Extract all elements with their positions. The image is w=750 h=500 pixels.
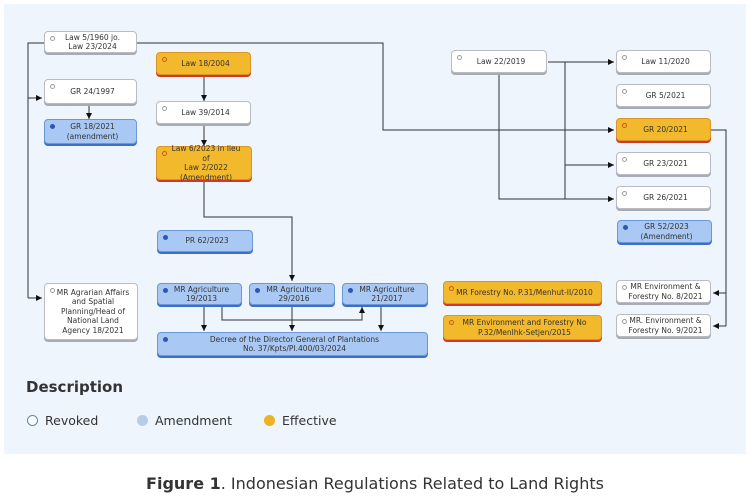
node-label: GR 26/2021 xyxy=(643,192,688,202)
revoked-status-icon xyxy=(622,191,627,196)
amendment-status-icon xyxy=(163,235,168,240)
node-law-18-2004[interactable]: Law 18/2004 xyxy=(156,52,251,75)
node-label: Law 5/1960 jo. Law 23/2024 xyxy=(65,32,120,52)
node-label: GR 52/2023 (Amendment) xyxy=(640,222,693,241)
node-mr-env-8-2021[interactable]: MR Environment & Forestry No. 8/2021 xyxy=(616,280,711,303)
edge-law6-mragri29 xyxy=(203,181,295,281)
node-label: Law 22/2019 xyxy=(476,56,526,66)
revoked-status-icon xyxy=(622,285,627,290)
node-label: GR 5/2021 xyxy=(645,90,686,100)
node-label: MR Agriculture 19/2013 xyxy=(173,284,230,304)
node-decree-dg-plantations[interactable]: Decree of the Director General of Planta… xyxy=(157,332,428,356)
node-label: MR. Environment & Forestry No. 9/2021 xyxy=(628,316,703,335)
figure-title: . Indonesian Regulations Related to Land… xyxy=(220,474,604,493)
node-mr-agri-19-2013[interactable]: MR Agriculture 19/2013 xyxy=(157,283,242,305)
legend-item-effective: Effective xyxy=(264,413,337,428)
node-law-5-1960[interactable]: Law 5/1960 jo. Law 23/2024 xyxy=(44,31,137,53)
effective-status-icon xyxy=(449,320,454,325)
effective-status-icon xyxy=(622,123,627,128)
effective-status-icon xyxy=(449,286,454,291)
legend-title: Description xyxy=(26,378,124,396)
amendment-status-icon xyxy=(348,288,353,293)
amendment-status-icon xyxy=(623,225,628,230)
revoked-status-icon xyxy=(622,89,627,94)
legend-item-amendment: Amendment xyxy=(137,413,232,428)
effective-status-icon xyxy=(162,151,167,156)
node-label: MR Agriculture 29/2016 xyxy=(266,284,322,304)
node-law-39-2014[interactable]: Law 39/2014 xyxy=(156,101,251,124)
legend-item-revoked: Revoked xyxy=(27,413,98,428)
effective-status-icon xyxy=(162,57,167,62)
legend-label: Amendment xyxy=(155,413,232,428)
node-label: PR 62/2023 xyxy=(185,236,229,246)
node-law-22-2019[interactable]: Law 22/2019 xyxy=(451,50,547,73)
figure-caption: Figure 1. Indonesian Regulations Related… xyxy=(0,474,750,493)
node-label: MR Forestry No. P.31/Menhut-II/2010 xyxy=(456,287,593,297)
node-label: MR Agrarian Affairs and Spatial Planning… xyxy=(56,287,130,335)
node-label: MR Agriculture 21/2017 xyxy=(359,284,415,304)
amendment-status-icon xyxy=(255,288,260,293)
node-label: Law 6/2023 in lieu of Law 2/2022 (Amendm… xyxy=(171,144,241,182)
node-gr-23-2021[interactable]: GR 23/2021 xyxy=(616,152,711,175)
legend-label: Effective xyxy=(282,413,337,428)
node-gr-5-2021[interactable]: GR 5/2021 xyxy=(616,84,711,107)
node-label: Law 11/2020 xyxy=(641,56,690,66)
legend-label: Revoked xyxy=(45,413,99,428)
effective-swatch-icon xyxy=(264,415,275,426)
revoked-status-icon xyxy=(457,55,462,60)
node-label: GR 20/2021 xyxy=(643,124,688,134)
node-gr-26-2021[interactable]: GR 26/2021 xyxy=(616,186,711,209)
node-gr-18-2021[interactable]: GR 18/2021 (amendment) xyxy=(44,119,137,144)
node-law-11-2020[interactable]: Law 11/2020 xyxy=(616,50,711,73)
node-mr-agri-29-2016[interactable]: MR Agriculture 29/2016 xyxy=(249,283,335,305)
node-pr-62-2023[interactable]: PR 62/2023 xyxy=(157,230,253,252)
node-label: GR 24/1997 xyxy=(70,86,115,96)
node-label: MR Environment & Forestry No. 8/2021 xyxy=(628,282,703,301)
amendment-status-icon xyxy=(163,337,168,342)
revoked-status-icon xyxy=(162,106,167,111)
node-gr-20-2021[interactable]: GR 20/2021 xyxy=(616,118,711,141)
revoked-status-icon xyxy=(622,55,627,60)
figure-number: Figure 1 xyxy=(146,474,221,493)
amendment-swatch-icon xyxy=(137,415,148,426)
node-mr-agrarian[interactable]: MR Agrarian Affairs and Spatial Planning… xyxy=(44,283,138,340)
revoked-status-icon xyxy=(50,84,55,89)
node-mr-env-9-2021[interactable]: MR. Environment & Forestry No. 9/2021 xyxy=(616,314,711,337)
node-gr-24-1997[interactable]: GR 24/1997 xyxy=(44,79,137,104)
edge-law5-left-spine xyxy=(27,42,44,298)
node-label: Law 18/2004 xyxy=(181,58,230,68)
node-label: GR 18/2021 (amendment) xyxy=(66,122,119,141)
node-gr-52-2023[interactable]: GR 52/2023 (Amendment) xyxy=(617,220,712,243)
node-label: Law 39/2014 xyxy=(181,107,230,117)
revoked-swatch-icon xyxy=(27,415,38,426)
revoked-status-icon xyxy=(50,288,55,293)
amendment-status-icon xyxy=(163,288,168,293)
node-label: MR Environment and Forestry No P.32/Menl… xyxy=(462,318,587,337)
amendment-status-icon xyxy=(50,124,55,129)
node-mr-env-p32[interactable]: MR Environment and Forestry No P.32/Menl… xyxy=(443,315,602,340)
edge-law22-spine-b xyxy=(498,73,565,200)
revoked-status-icon xyxy=(50,36,55,41)
node-label: GR 23/2021 xyxy=(643,158,688,168)
node-label: Decree of the Director General of Planta… xyxy=(209,334,380,354)
revoked-status-icon xyxy=(622,319,627,324)
edge-gr20-spine xyxy=(711,129,727,326)
revoked-status-icon xyxy=(622,157,627,162)
node-mr-agri-21-2017[interactable]: MR Agriculture 21/2017 xyxy=(342,283,428,305)
node-mr-forestry-p31[interactable]: MR Forestry No. P.31/Menhut-II/2010 xyxy=(443,281,602,304)
node-law-6-2023[interactable]: Law 6/2023 in lieu of Law 2/2022 (Amendm… xyxy=(156,144,252,182)
